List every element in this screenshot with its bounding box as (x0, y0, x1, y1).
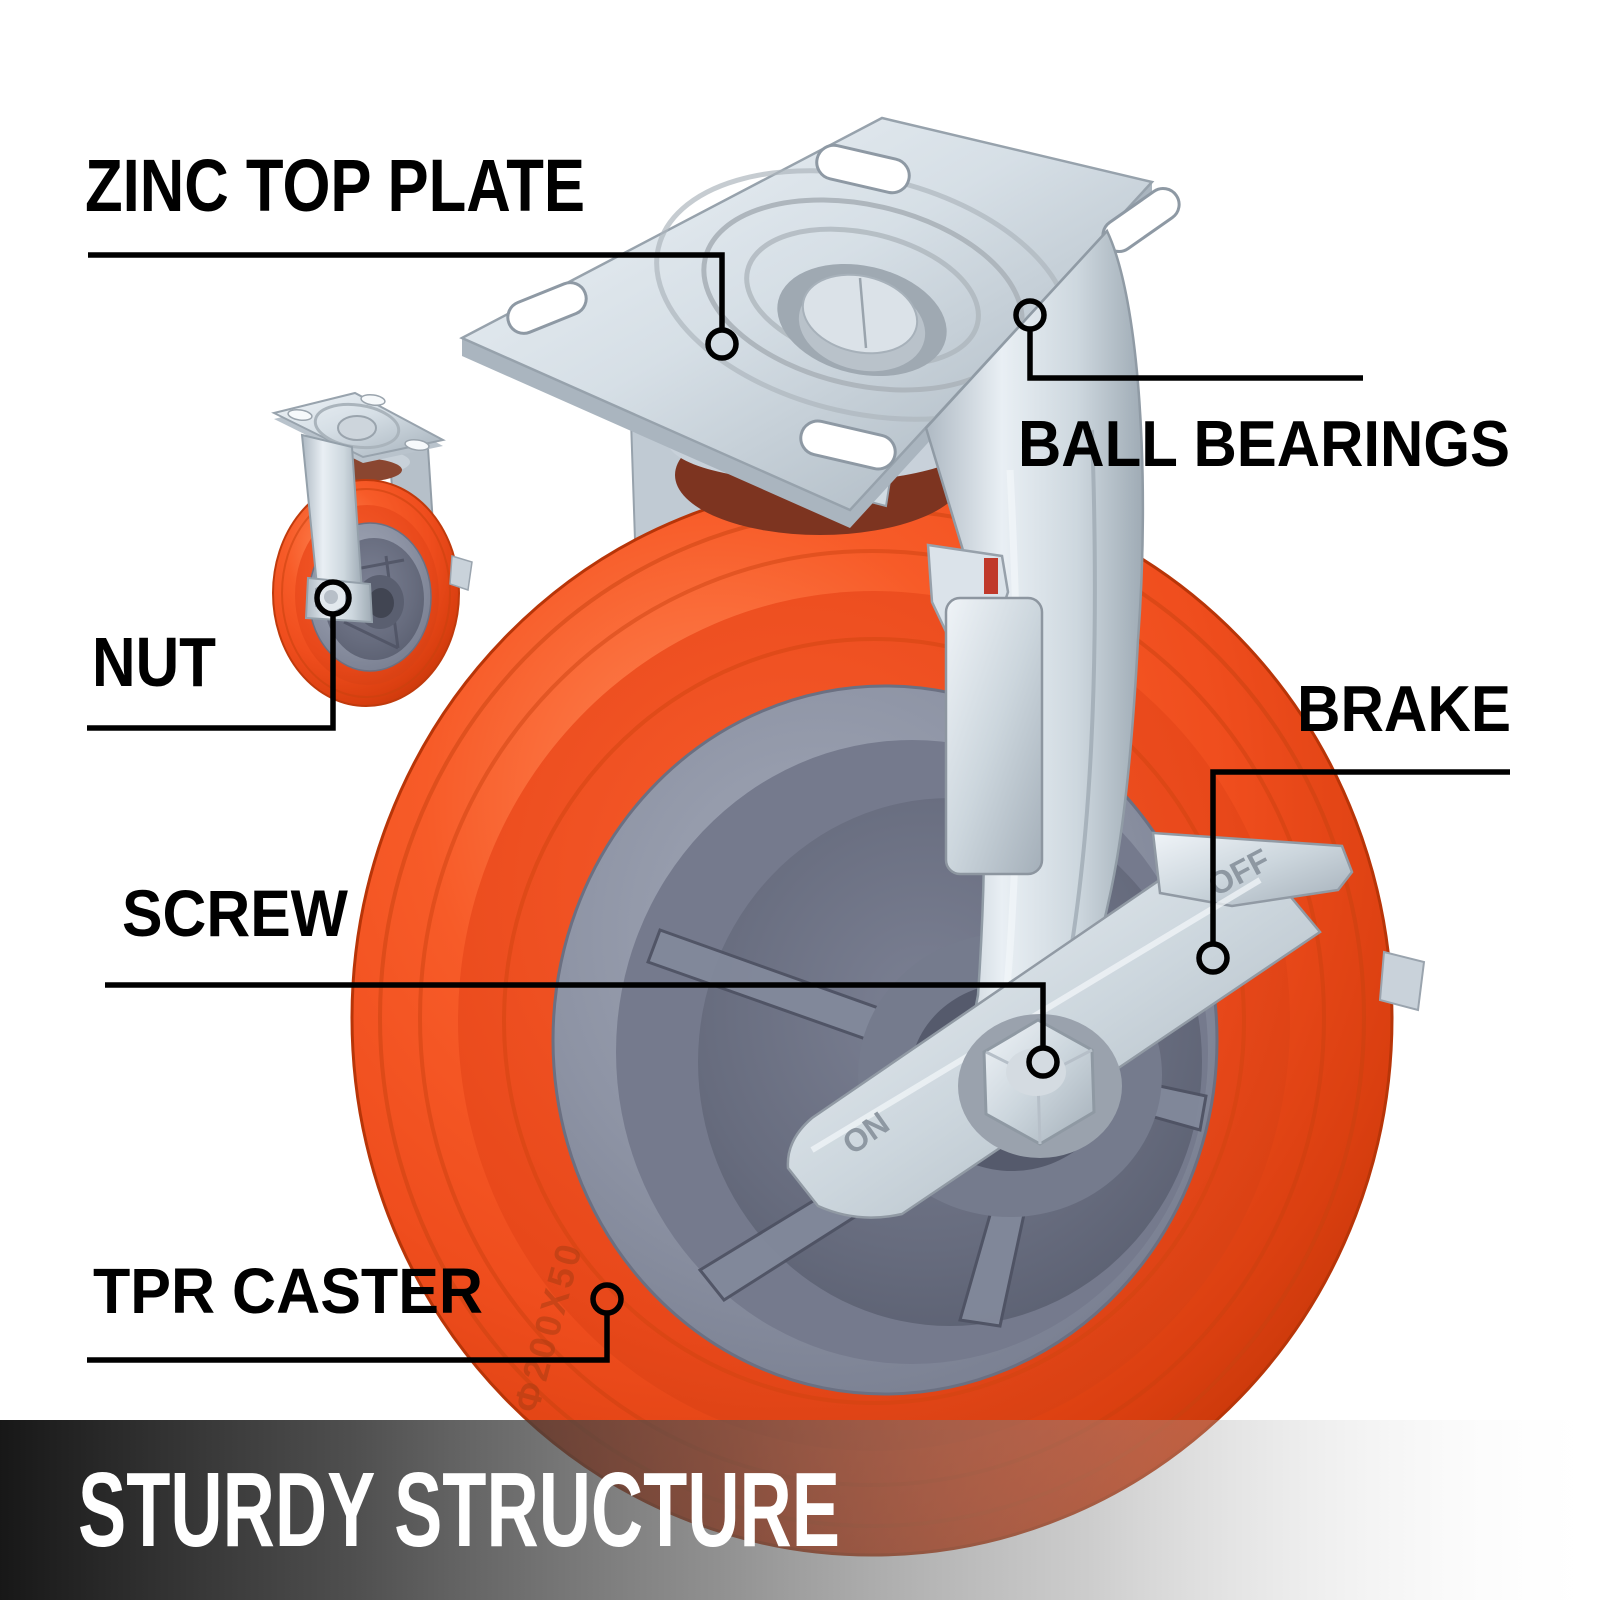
label-screw: SCREW (122, 876, 349, 950)
label-nut: NUT (92, 623, 216, 701)
bottom-banner: STURDY STRUCTURE (0, 1420, 1600, 1600)
main-caster-image: Φ200X50 (350, 116, 1426, 1557)
ball-bearings-callout-ring (1013, 298, 1047, 332)
label-ball-bearings: BALL BEARINGS (1018, 407, 1510, 480)
zinc-top-plate-callout-line (88, 252, 725, 330)
tpr-caster-callout-line (87, 1313, 610, 1363)
zinc-top-plate (459, 116, 1181, 528)
brake-callout-line (1210, 769, 1510, 943)
tpr-wheel: Φ200X50 (350, 479, 1394, 1557)
label-brake: BRAKE (1297, 672, 1511, 745)
small-caster-image (271, 391, 473, 707)
axle-screw (958, 1014, 1122, 1158)
banner-title: STURDY STRUCTURE (78, 1451, 840, 1569)
screw-callout-line (105, 982, 1046, 1047)
ball-bearings-callout-line (1027, 329, 1363, 381)
screw-callout-ring (1026, 1045, 1060, 1079)
zinc-top-plate-callout-ring (705, 327, 739, 361)
label-tpr-caster: TPR CASTER (93, 1255, 483, 1327)
nut-callout-line (87, 614, 336, 731)
label-zinc-top-plate: ZINC TOP PLATE (85, 144, 585, 227)
brake-callout-ring (1196, 941, 1230, 975)
tpr-caster-callout-ring (590, 1282, 624, 1316)
nut-callout-ring (314, 579, 352, 617)
